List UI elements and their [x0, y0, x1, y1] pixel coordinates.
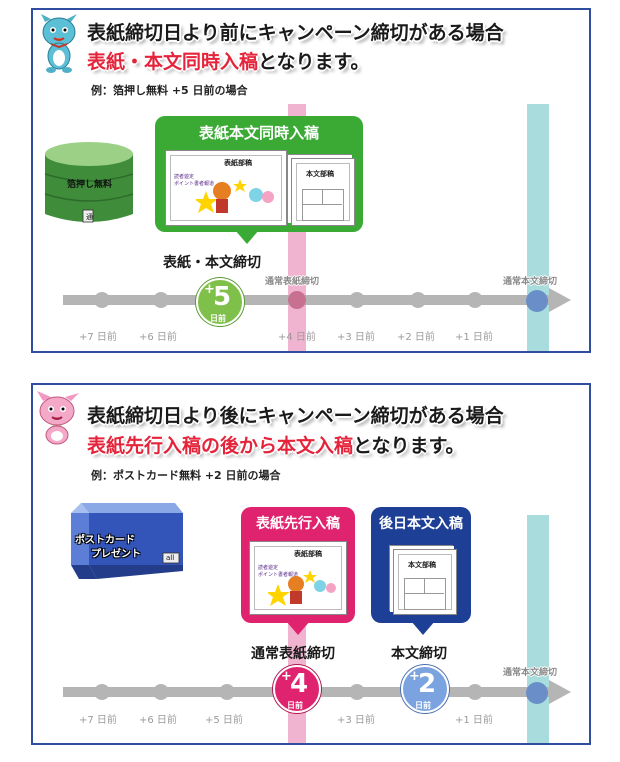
panel2-subline-emphasis: 表紙先行入稿の後から本文入稿: [87, 435, 354, 457]
panel1-timeline-arrow: [549, 288, 571, 312]
panel2-subline-rest: となります。: [353, 435, 465, 457]
panel-before-cover-deadline: 表紙締切日より前にキャンペーン締切がある場合 表紙・本文同時入稿となります。 例…: [31, 8, 591, 353]
panel1-example: 例：箔押し無料 +5 日前の場合: [91, 84, 248, 97]
panel1-subline-rest: となります。: [258, 51, 370, 73]
postcard-label-line2: プレゼント: [91, 549, 141, 560]
plus2-badge: + 2 日前: [401, 665, 449, 713]
panel1-deadline-label: 表紙・本文締切: [163, 255, 261, 271]
body-sheet-label: 本文部稿: [306, 170, 334, 178]
cover-sheet-mini-1: 読者遊定: [258, 565, 279, 571]
tick-label: +6 日前: [139, 332, 177, 343]
timeline-dot: [153, 292, 169, 308]
timeline-dot: [467, 684, 483, 700]
panel2-subline: 表紙先行入稿の後から本文入稿となります。: [87, 431, 465, 458]
plus5-unit: 日前: [210, 314, 226, 323]
plus4-number: 4: [290, 669, 309, 699]
plus2-unit: 日前: [415, 701, 431, 710]
panel1-subline: 表紙・本文同時入稿となります。: [87, 47, 370, 74]
body-deadline-dot: [526, 682, 548, 704]
plus5-number: 5: [213, 282, 232, 312]
panel1-subline-emphasis: 表紙・本文同時入稿: [87, 51, 259, 73]
blue-mascot-icon: [41, 14, 77, 73]
cover-sheet-label: 表紙部稿: [224, 159, 252, 167]
body-sheet: 本文部稿: [393, 549, 457, 615]
body-later-box: 後日本文入稿 本文部稿: [371, 507, 471, 623]
body-deadline-dot: [526, 290, 548, 312]
panel1-timeline: [63, 295, 549, 305]
normal-body-deadline-label: 通常本文締切: [503, 277, 558, 287]
body-deadline-band: [527, 515, 549, 743]
timeline-dot: [94, 684, 110, 700]
postcard-small-label: all: [166, 554, 175, 562]
cover-sheet-mini-2: ポイント書者報道: [258, 572, 299, 578]
postcard-product-icon: [71, 503, 183, 579]
plus2-plus: +: [409, 669, 420, 684]
tick-label: +6 日前: [139, 715, 177, 726]
body-sheet-label: 本文部稿: [408, 561, 436, 569]
timeline-dot: [410, 292, 426, 308]
timeline-dot: [467, 292, 483, 308]
cover-deadline-label: 通常表紙締切: [251, 646, 335, 662]
pink-mascot-icon: [37, 391, 79, 445]
timeline-dot: [94, 292, 110, 308]
cover-sheet-label: 表紙部稿: [294, 550, 322, 558]
green-box-pointer: [235, 230, 259, 244]
plus4-plus: +: [281, 669, 292, 684]
foil-stamp-label: 箔押し無料: [67, 180, 113, 190]
cover-illustration-icon: [196, 179, 274, 213]
tick-label: +7 日前: [79, 715, 117, 726]
foil-stamp-small-label: 通: [86, 213, 93, 221]
postcard-label-line1: ポストカード: [75, 535, 135, 546]
panel1-headline: 表紙締切日より前にキャンペーン締切がある場合: [87, 22, 504, 44]
cover-sheet-mini-2: ポイント書者報道: [174, 181, 215, 187]
timeline-dot: [153, 684, 169, 700]
timeline-dot: [349, 292, 365, 308]
timeline-dot: [219, 684, 235, 700]
cover-sheet-mini-1: 読者遊定: [174, 174, 195, 180]
timeline-dot: [349, 684, 365, 700]
foil-stamp-product-icon: [44, 142, 134, 223]
normal-body-deadline-label: 通常本文締切: [503, 668, 558, 678]
tick-label: +3 日前: [337, 715, 375, 726]
navy-box-pointer: [411, 621, 435, 635]
cover-first-box: 表紙先行入稿 表紙部稿 読者遊定 ポイント書者報道: [241, 507, 355, 623]
plus5-plus: +: [204, 282, 215, 297]
plus4-unit: 日前: [287, 701, 303, 710]
tick-label: +1 日前: [455, 332, 493, 343]
normal-cover-deadline-label: 通常表紙締切: [265, 277, 320, 287]
tick-label: +1 日前: [455, 715, 493, 726]
pink-box-pointer: [286, 621, 310, 635]
cover-sheet: 表紙部稿 読者遊定 ポイント書者報道: [165, 150, 287, 226]
panel2-example: 例：ポストカード無料 +2 日前の場合: [91, 469, 281, 482]
panel2-timeline-arrow: [549, 680, 571, 704]
tick-label: +3 日前: [337, 332, 375, 343]
simultaneous-submission-title: 表紙本文同時入稿: [198, 124, 319, 142]
panel2-headline: 表紙締切日より後にキャンペーン締切がある場合: [87, 405, 504, 427]
cover-deadline-dot: [288, 291, 306, 309]
body-deadline-label: 本文締切: [391, 646, 447, 662]
tick-label: +4 日前: [278, 332, 316, 343]
plus4-badge: + 4 日前: [273, 665, 321, 713]
body-later-title: 後日本文入稿: [379, 516, 463, 532]
plus2-number: 2: [418, 669, 437, 699]
tick-label: +2 日前: [397, 332, 435, 343]
panel-after-cover-deadline: 表紙締切日より後にキャンペーン締切がある場合 表紙先行入稿の後から本文入稿となり…: [31, 383, 591, 745]
tick-label: +5 日前: [205, 715, 243, 726]
cover-first-title: 表紙先行入稿: [256, 516, 340, 532]
body-deadline-band: [527, 104, 549, 351]
tick-label: +7 日前: [79, 332, 117, 343]
cover-sheet: 表紙部稿 読者遊定 ポイント書者報道: [249, 541, 347, 615]
plus5-badge: + 5 日前: [196, 278, 244, 326]
body-sheet: 本文部稿: [291, 158, 355, 226]
cover-illustration-icon: [268, 570, 336, 606]
simultaneous-submission-box: 表紙本文同時入稿 表紙部稿 読者遊定 ポイント書者報道 本文部稿: [155, 116, 363, 232]
